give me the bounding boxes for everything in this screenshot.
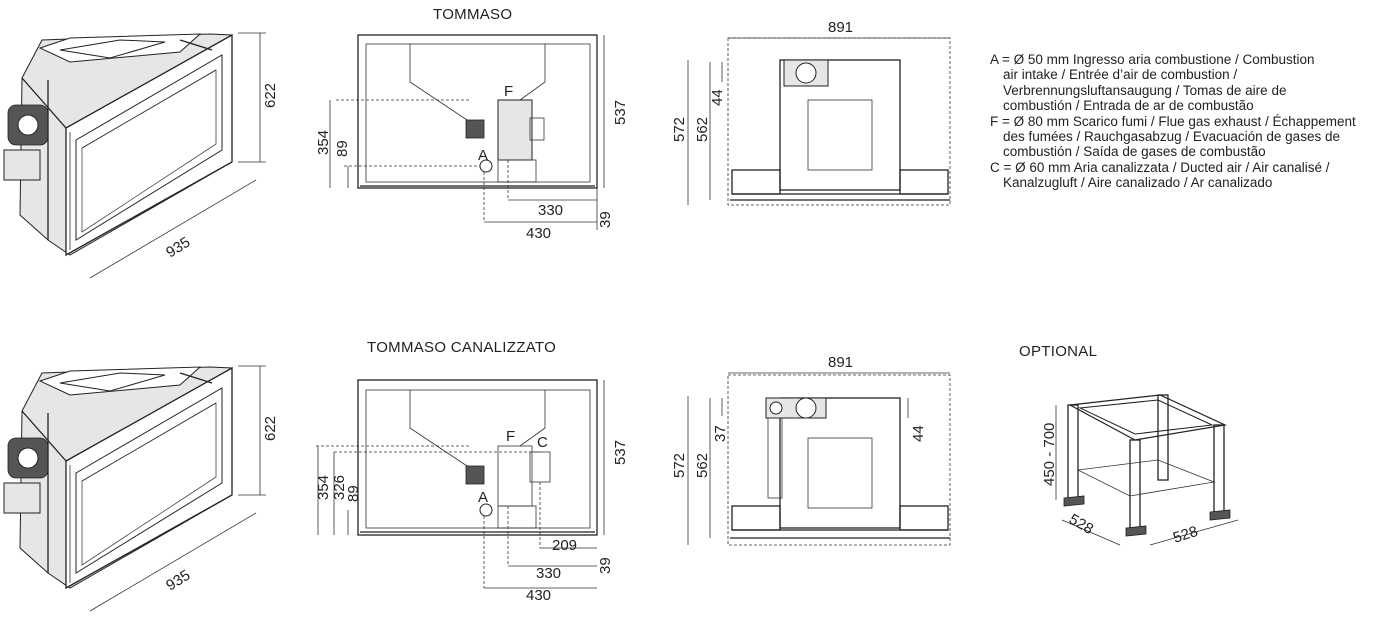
dim-37: 37: [712, 425, 729, 442]
dim-537: 537: [612, 440, 629, 465]
title-optional: OPTIONAL: [1019, 343, 1097, 360]
dim-89: 89: [334, 140, 351, 157]
dim-354: 354: [315, 130, 332, 155]
dim-430: 430: [526, 225, 551, 242]
dim-537: 537: [612, 100, 629, 125]
dim-39: 39: [597, 211, 614, 228]
dim-430: 430: [526, 587, 551, 604]
legend-line: air intake / Entrée d’air de combustion …: [1003, 67, 1238, 83]
dim-209: 209: [552, 537, 577, 554]
title-tommaso-canalizzato: TOMMASO CANALIZZATO: [367, 339, 556, 356]
label-f: F: [506, 428, 515, 445]
dim-562: 562: [694, 453, 711, 478]
legend-line: combustión / Entrada de ar de combustão: [1003, 98, 1254, 114]
legend-line: des fumées / Rauchgasabzug / Evacuación …: [1003, 129, 1340, 145]
dim-44: 44: [709, 89, 726, 106]
dim-width: 528: [1171, 523, 1200, 547]
dim-height: 622: [262, 83, 279, 108]
dim-891: 891: [828, 19, 853, 36]
legend-line: C = Ø 60 mm Aria canalizzata / Ducted ai…: [990, 159, 1330, 175]
label-a: A: [478, 489, 488, 506]
dim-562: 562: [694, 117, 711, 142]
dim-891: 891: [828, 354, 853, 371]
side-view-tommaso: F A 537 354 89 330 430 39: [315, 34, 629, 242]
dim-572: 572: [671, 453, 688, 478]
title-tommaso: TOMMASO: [433, 6, 512, 23]
label-a: A: [478, 147, 488, 164]
legend-line: Verbrennungsluftansaugung / Tomas de air…: [1003, 82, 1287, 98]
side-view-tommaso-canalizzato: F C A 537 354 326 89 209 330 430 39: [315, 379, 629, 604]
dim-39: 39: [597, 557, 614, 574]
legend: A = Ø 50 mm Ingresso aria combustione / …: [990, 52, 1356, 191]
optional-stand: 450 - 700 528 528: [1041, 394, 1239, 547]
legend-line: A = Ø 50 mm Ingresso aria combustione / …: [990, 52, 1315, 67]
dim-89: 89: [345, 485, 362, 502]
dim-572: 572: [671, 117, 688, 142]
dim-354: 354: [315, 475, 332, 500]
label-f: F: [504, 83, 513, 100]
dim-330: 330: [538, 202, 563, 219]
legend-line: F = Ø 80 mm Scarico fumi / Flue gas exha…: [990, 113, 1356, 129]
legend-line: combustión / Saída de gases de combustão: [1003, 144, 1266, 160]
dim-width: 935: [163, 234, 193, 262]
top-view-tommaso: 891 572 562 44: [671, 19, 951, 206]
dim-330: 330: [536, 565, 561, 582]
legend-line: Kanalzugluft / Aire canalizado / Ar cana…: [1003, 175, 1273, 191]
dim-depth: 528: [1066, 511, 1096, 538]
dim-height: 622: [262, 416, 279, 441]
label-c: C: [537, 434, 548, 451]
iso-view-tommaso: 622 935: [3, 32, 279, 279]
top-view-tommaso-canalizzato: 891 572 562 37 44: [671, 354, 951, 546]
iso-view-tommaso-canalizzato: 622 935: [3, 365, 279, 612]
dim-44: 44: [910, 425, 927, 442]
dim-326: 326: [331, 475, 348, 500]
dim-height-range: 450 - 700: [1041, 423, 1058, 486]
dim-width: 935: [163, 567, 193, 595]
